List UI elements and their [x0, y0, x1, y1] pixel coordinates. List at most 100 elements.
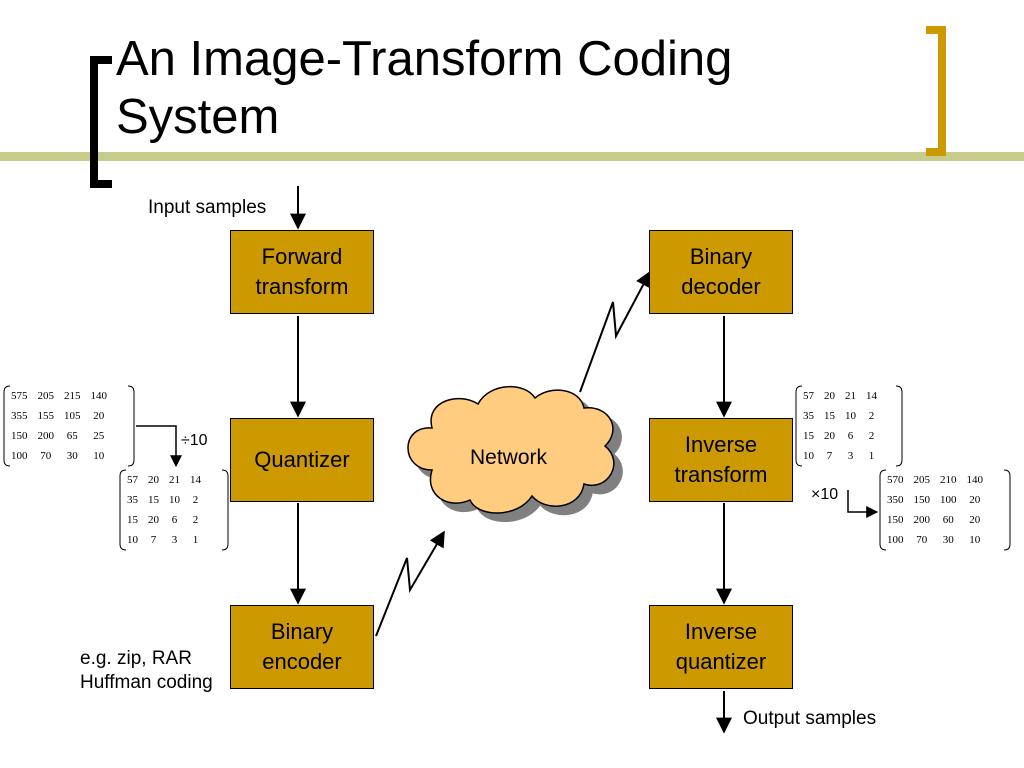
right-bracket — [926, 26, 946, 156]
slide-title-line-2: System — [116, 90, 280, 144]
matrix-cell: 150 — [11, 430, 28, 442]
matrix-cell: 20 — [93, 410, 105, 422]
matrix-cell: 3 — [847, 450, 854, 462]
matrix-cell: 20 — [148, 474, 159, 486]
matrix-cell: 355 — [11, 410, 28, 422]
matrix-cell: 350 — [887, 494, 904, 506]
matrix-cell: 25 — [93, 430, 105, 442]
matrix-cell: 10 — [93, 450, 105, 462]
multiply-label: ×10 — [811, 486, 839, 503]
matrix-cell: 30 — [942, 534, 954, 546]
matrix-cell: 215 — [64, 390, 81, 402]
matrix-cell: 3 — [171, 534, 178, 546]
title-rule — [0, 152, 1024, 161]
matrix-cell: 70 — [40, 450, 52, 462]
matrix-cell: 10 — [969, 534, 981, 546]
matrix-cell: 6 — [847, 430, 854, 442]
slide-title-line-1: An Image-Transform Coding — [116, 32, 733, 86]
divide-connector — [136, 425, 182, 468]
matrix-cell: 2 — [192, 494, 199, 506]
matrix-cell: 2 — [192, 514, 199, 526]
matrix-cell: 1 — [868, 450, 875, 462]
matrix-cell: 15 — [127, 514, 138, 526]
matrix-row: 150 200 65 25 — [6, 426, 112, 446]
matrix-cell: 15 — [803, 430, 814, 442]
link-network-to-decoder — [579, 270, 651, 393]
matrix-cell: 21 — [169, 474, 180, 486]
multiply-connector — [847, 490, 879, 518]
matrix-row: 355 155 105 20 — [6, 406, 112, 426]
matrix-cell: 20 — [969, 514, 981, 526]
slide-title: An Image-Transform Coding System — [116, 30, 876, 146]
matrix-row: 57 20 21 14 — [122, 470, 206, 490]
matrix-cell: 100 — [11, 450, 28, 462]
matrix-cell: 6 — [171, 514, 178, 526]
matrix-original: 575 205 215 140 355 155 105 20 150 200 65 25 100 70 30… — [6, 386, 112, 466]
matrix-cell: 65 — [66, 430, 78, 442]
quantizer-block: Quantizer — [230, 418, 374, 502]
matrix-cell: 20 — [824, 390, 835, 402]
matrix-row: 100 70 30 10 — [882, 530, 988, 550]
matrix-cell: 57 — [803, 390, 814, 402]
matrix-cell: 10 — [169, 494, 180, 506]
matrix-cell: 105 — [64, 410, 81, 422]
matrix-cell: 100 — [940, 494, 957, 506]
matrix-cell: 140 — [90, 390, 108, 402]
matrix-cell: 7 — [826, 450, 833, 462]
input-samples-label: Input samples — [148, 197, 267, 218]
matrix-cell: 70 — [916, 534, 928, 546]
matrix-cell: 200 — [37, 430, 55, 442]
matrix-cell: 140 — [966, 474, 984, 486]
matrix-cell: 57 — [127, 474, 138, 486]
matrix-cell: 2 — [868, 410, 875, 422]
matrix-cell: 10 — [127, 534, 138, 546]
matrix-cell: 575 — [11, 390, 28, 402]
link-encoder-to-network — [375, 530, 445, 637]
matrix-cell: 7 — [150, 534, 157, 546]
matrix-cell: 155 — [37, 410, 55, 422]
matrix-cell: 20 — [969, 494, 981, 506]
matrix-cell: 200 — [913, 514, 931, 526]
matrix-cell: 570 — [887, 474, 904, 486]
network-cloud — [407, 385, 615, 514]
matrix-brackets — [3, 385, 1011, 551]
matrix-cell: 60 — [942, 514, 954, 526]
matrix-cell: 150 — [887, 514, 904, 526]
matrix-cell: 205 — [37, 390, 55, 402]
matrix-cell: 35 — [803, 410, 814, 422]
matrix-cell: 14 — [866, 390, 877, 402]
left-bracket — [90, 56, 112, 188]
matrix-cell: 14 — [190, 474, 201, 486]
divide-label: ÷10 — [181, 432, 208, 449]
matrix-cell: 100 — [887, 534, 904, 546]
matrix-cell: 10 — [803, 450, 814, 462]
output-samples-label: Output samples — [743, 708, 877, 729]
matrix-cell: 30 — [66, 450, 78, 462]
matrix-cell: 35 — [127, 494, 138, 506]
matrix-row: 35 15 10 2 — [122, 490, 206, 510]
matrix-row: 10 7 3 1 — [798, 446, 882, 466]
matrix-cell: 15 — [824, 410, 835, 422]
matrix-cell: 20 — [148, 514, 159, 526]
matrix-cell: 205 — [913, 474, 931, 486]
encoder-examples-label: e.g. zip, RAR Huffman coding — [80, 648, 213, 693]
matrix-row: 150 200 60 20 — [882, 510, 988, 530]
matrix-row: 575 205 215 140 — [6, 386, 112, 406]
matrix-row: 15 20 6 2 — [122, 510, 206, 530]
matrix-cell: 15 — [148, 494, 159, 506]
matrix-cell: 2 — [868, 430, 875, 442]
matrix-row: 100 70 30 10 — [6, 446, 112, 466]
